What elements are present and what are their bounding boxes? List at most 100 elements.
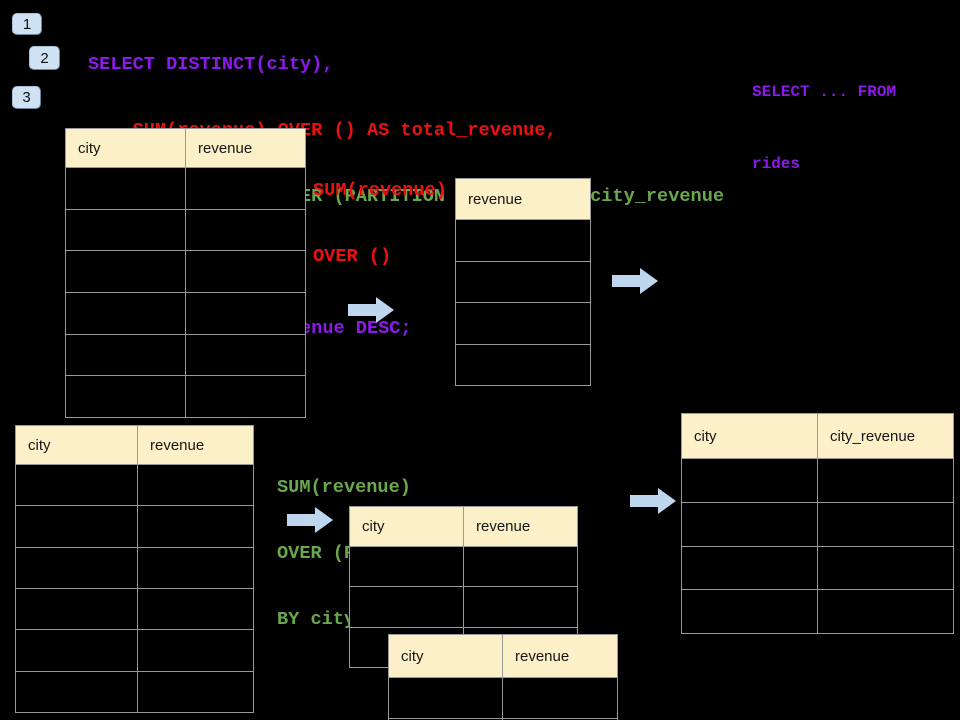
- table-row: [389, 677, 617, 718]
- column-header: city: [66, 129, 186, 167]
- table-row: [66, 208, 305, 251]
- table-cell: [456, 220, 590, 261]
- arrow-head: [658, 488, 676, 514]
- table-cell: [16, 547, 138, 588]
- table-cell: [186, 168, 305, 209]
- table-row: [456, 302, 590, 344]
- table-cell: [138, 506, 253, 547]
- total-revenue-result-table: revenue: [455, 178, 591, 386]
- table-cell: [456, 261, 590, 302]
- note-line: rides: [752, 155, 801, 173]
- arrow-shaft: [348, 304, 376, 316]
- table-body: [456, 219, 590, 385]
- table-cell: [138, 588, 253, 630]
- table-cell: [350, 587, 464, 627]
- arrow-shaft: [287, 514, 315, 526]
- table-row: [16, 505, 253, 547]
- arrow-head: [376, 297, 394, 323]
- column-header: revenue: [464, 507, 577, 546]
- table-row: [16, 670, 253, 712]
- table-cell: [818, 502, 953, 546]
- table-row: [66, 250, 305, 293]
- table-row: [16, 546, 253, 588]
- table-cell: [138, 547, 253, 588]
- table-body: [16, 464, 253, 712]
- table-cell: [16, 588, 138, 630]
- table-cell: [66, 251, 186, 293]
- arrow-shaft: [612, 275, 640, 287]
- step-badge-2: 2: [29, 46, 60, 70]
- table-row: [682, 458, 953, 502]
- table-cell: [682, 590, 818, 633]
- table-row: [66, 333, 305, 376]
- column-header: revenue: [138, 426, 253, 464]
- table-cell: [818, 459, 953, 502]
- table-body: [682, 458, 953, 633]
- table-row: [66, 292, 305, 334]
- table-row: [682, 589, 953, 633]
- table-cell: [66, 168, 186, 209]
- arrow-right-icon: [612, 268, 658, 294]
- sum-over-label: SUM(revenue) OVER (): [313, 136, 447, 312]
- table-cell: [16, 671, 138, 712]
- header-row: revenue: [456, 179, 590, 219]
- table-row: [16, 464, 253, 506]
- table-cell: [66, 376, 186, 418]
- table-row: [682, 501, 953, 546]
- table-cell: [186, 209, 305, 251]
- sql-line-select: SELECT DISTINCT(city),: [88, 54, 334, 75]
- arrow-right-icon: [630, 488, 676, 514]
- label-line: SUM(revenue): [277, 477, 411, 498]
- column-header: city: [682, 414, 818, 458]
- arrow-shaft: [630, 495, 658, 507]
- table-cell: [818, 590, 953, 633]
- table-cell: [818, 546, 953, 590]
- table-cell: [66, 334, 186, 376]
- table-cell: [16, 465, 138, 506]
- column-header: revenue: [456, 179, 590, 219]
- label-line: OVER (): [313, 246, 392, 267]
- table-row: [456, 219, 590, 261]
- column-header: revenue: [503, 635, 617, 677]
- table-cell: [682, 546, 818, 590]
- note-line: SELECT ... FROM: [752, 83, 897, 101]
- table-cell: [464, 587, 577, 627]
- arrow-right-icon: [348, 297, 394, 323]
- table-cell: [138, 630, 253, 671]
- table-row: [682, 545, 953, 590]
- table-row: [16, 629, 253, 671]
- table-body: [66, 167, 305, 418]
- label-line: SUM(revenue): [313, 180, 447, 201]
- table-cell: [350, 547, 464, 587]
- select-from-rides-note: SELECT ... FROM rides: [752, 32, 896, 224]
- table-row: [350, 546, 577, 587]
- table-cell: [456, 344, 590, 385]
- table-row: [456, 343, 590, 385]
- table-cell: [456, 303, 590, 344]
- table-row: [16, 587, 253, 630]
- table-cell: [66, 209, 186, 251]
- table-cell: [66, 293, 186, 334]
- table-cell: [186, 251, 305, 293]
- arrow-head: [315, 507, 333, 533]
- table-cell: [138, 465, 253, 506]
- arrow-right-icon: [287, 507, 333, 533]
- table-cell: [682, 502, 818, 546]
- table-cell: [186, 376, 305, 418]
- column-header: city: [389, 635, 503, 677]
- table-cell: [186, 293, 305, 334]
- table-row: [66, 375, 305, 418]
- column-header: revenue: [186, 129, 305, 167]
- table-cell: [682, 459, 818, 502]
- step-badge-3: 3: [12, 86, 41, 109]
- column-header: city: [16, 426, 138, 464]
